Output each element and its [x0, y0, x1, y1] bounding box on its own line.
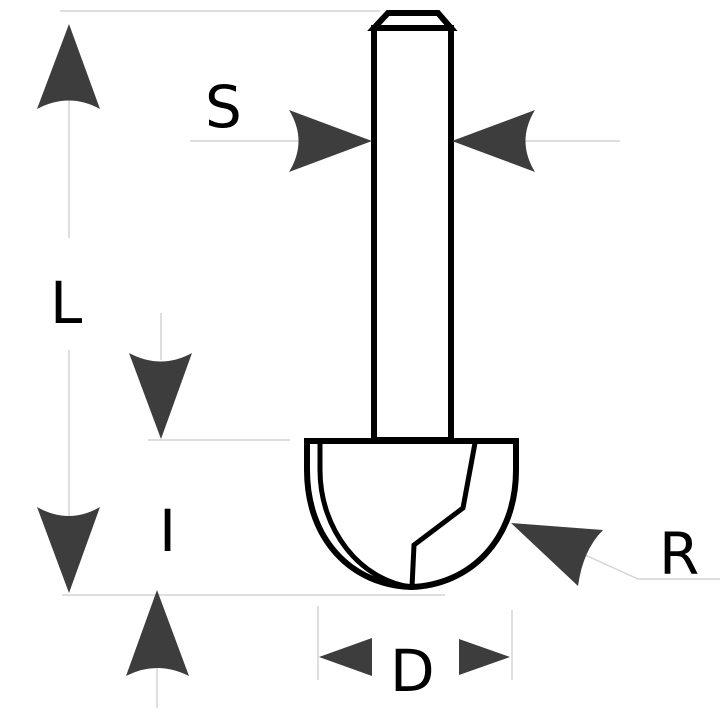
reference-lines — [60, 10, 720, 708]
arrow-up-icon — [126, 590, 189, 676]
flute-edge-left — [317, 443, 412, 590]
cutting-head — [304, 438, 519, 591]
arrow-left-icon — [319, 638, 372, 676]
dimension-labels: S L I D R — [50, 73, 699, 705]
arrow-right-icon — [459, 639, 510, 675]
label-i: I — [159, 497, 176, 565]
cutting-edge — [409, 442, 478, 588]
router-bit — [304, 10, 519, 591]
label-r: R — [659, 520, 699, 588]
label-d: D — [390, 637, 435, 705]
r-leader-line — [584, 554, 720, 580]
arrow-left-icon — [452, 110, 535, 172]
arrow-diagonal-icon — [511, 523, 603, 586]
arrow-up-icon — [37, 24, 100, 109]
arrow-down-icon — [37, 507, 100, 593]
arrow-down-icon — [129, 353, 192, 439]
label-s: S — [205, 73, 242, 141]
label-l: L — [50, 269, 82, 337]
arrow-right-icon — [289, 110, 372, 172]
shank — [371, 25, 454, 443]
arrows — [37, 24, 603, 676]
